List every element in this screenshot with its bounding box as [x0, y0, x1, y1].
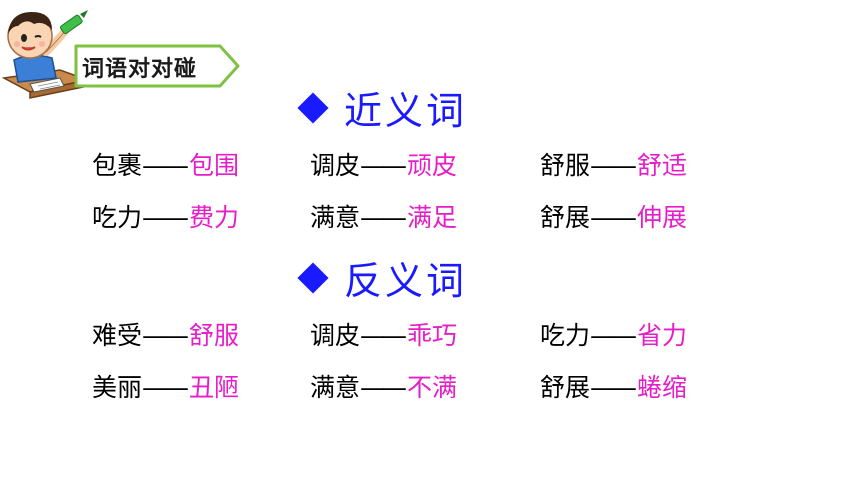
synonyms-heading-text: 近义词	[344, 89, 468, 133]
synonyms-heading: 近义词	[296, 80, 467, 135]
boy-mascot-illustration	[0, 0, 92, 100]
pair-answer: 乖巧	[407, 321, 458, 350]
pair-word: 满意	[310, 373, 361, 402]
synonym-pair: 吃力——费力	[92, 203, 239, 233]
pair-dash: ——	[142, 373, 189, 402]
antonyms-heading: 反义词	[296, 250, 467, 305]
pair-answer: 满足	[407, 203, 458, 232]
antonym-pair: 满意——不满	[310, 373, 457, 403]
antonym-pair: 吃力——省力	[540, 321, 687, 351]
pair-dash: ——	[142, 321, 189, 350]
pair-answer: 丑陋	[189, 373, 240, 402]
pair-word: 舒服	[540, 151, 591, 180]
section-title-text: 词语对对碰	[82, 57, 198, 82]
pair-word: 舒展	[540, 203, 591, 232]
pair-dash: ——	[590, 203, 637, 232]
pair-dash: ——	[590, 151, 637, 180]
synonym-pair: 包裹——包围	[92, 151, 239, 181]
antonyms-heading-text: 反义词	[344, 259, 468, 303]
pair-word: 包裹	[92, 151, 143, 180]
pair-dash: ——	[142, 203, 189, 232]
pair-dash: ——	[590, 373, 637, 402]
pair-dash: ——	[360, 321, 407, 350]
pair-answer: 舒适	[637, 151, 688, 180]
antonym-pair: 舒展——蜷缩	[540, 373, 687, 403]
pair-answer: 不满	[407, 373, 458, 402]
pair-word: 吃力	[540, 321, 591, 350]
pair-answer: 费力	[189, 203, 240, 232]
synonym-pair: 调皮——顽皮	[310, 151, 457, 181]
pair-answer: 省力	[637, 321, 688, 350]
pair-dash: ——	[142, 151, 189, 180]
pair-dash: ——	[590, 321, 637, 350]
pair-answer: 伸展	[637, 203, 688, 232]
pair-word: 调皮	[310, 321, 361, 350]
pair-answer: 蜷缩	[637, 373, 688, 402]
antonym-pair: 难受——舒服	[92, 321, 239, 351]
section-title-badge: 词语对对碰	[72, 42, 242, 90]
pair-word: 调皮	[310, 151, 361, 180]
pair-word: 难受	[92, 321, 143, 350]
pair-word: 满意	[310, 203, 361, 232]
pair-word: 舒展	[540, 373, 591, 402]
diamond-bullet-icon	[297, 261, 329, 294]
pair-word: 吃力	[92, 203, 143, 232]
pair-word: 美丽	[92, 373, 143, 402]
pair-answer: 包围	[189, 151, 240, 180]
pair-dash: ——	[360, 373, 407, 402]
pair-answer: 舒服	[189, 321, 240, 350]
diamond-bullet-icon	[297, 91, 329, 124]
pair-answer: 顽皮	[407, 151, 458, 180]
synonym-pair: 舒展——伸展	[540, 203, 687, 233]
pair-dash: ——	[360, 203, 407, 232]
synonym-pair: 舒服——舒适	[540, 151, 687, 181]
antonym-pair: 美丽——丑陋	[92, 373, 239, 403]
pair-dash: ——	[360, 151, 407, 180]
synonym-pair: 满意——满足	[310, 203, 457, 233]
antonym-pair: 调皮——乖巧	[310, 321, 457, 351]
